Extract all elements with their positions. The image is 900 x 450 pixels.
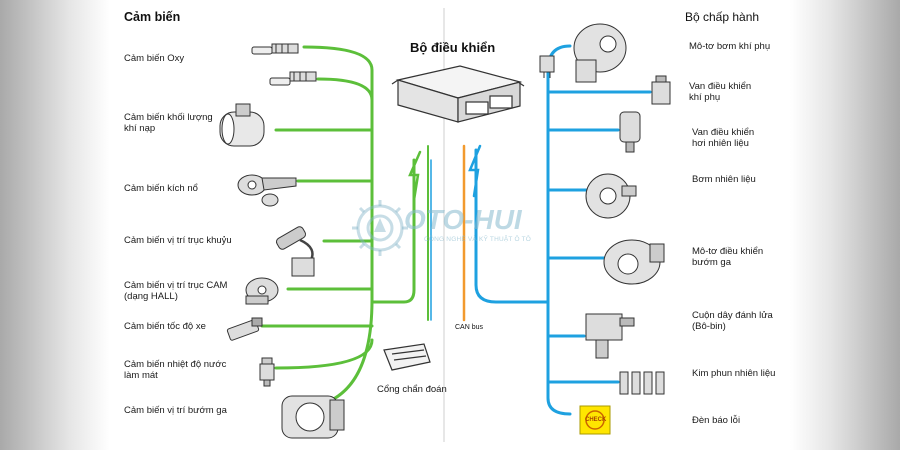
actuator-wiring bbox=[468, 44, 652, 416]
check-engine-lamp-icon bbox=[579, 405, 611, 435]
ecu-connector-1 bbox=[465, 101, 489, 115]
relay-icon bbox=[539, 55, 555, 78]
actuator-icons bbox=[539, 23, 671, 435]
actuators-header: Bộ chấp hành bbox=[685, 10, 760, 24]
actuator-label-vapor-valve: Van điều khiển hơi nhiên liệu bbox=[692, 127, 755, 150]
actuator-label-fuel-pump: Bơm nhiên liệu bbox=[692, 174, 756, 185]
vehicle-speed-sensor-icon bbox=[226, 317, 263, 341]
can-bus-label: CAN bus bbox=[455, 324, 484, 331]
actuator-from-ecu bbox=[474, 148, 550, 304]
air-valve-icon bbox=[651, 75, 671, 105]
ecu-bracket bbox=[391, 79, 525, 87]
sensors-header: Cảm biến bbox=[124, 10, 181, 24]
sensor-arrow-left bbox=[408, 150, 422, 202]
fuel-injectors-icon bbox=[619, 371, 665, 395]
ignition-coil-icon bbox=[585, 313, 635, 359]
sensor-branch-oxy bbox=[316, 77, 374, 102]
mass-airflow-sensor-icon bbox=[219, 103, 265, 147]
sensor-branch-coolant bbox=[274, 338, 374, 370]
watermark-brand: OTO-HUI bbox=[404, 204, 522, 235]
sensor-to-ecu bbox=[370, 158, 416, 304]
sensor-label-camshaft: Cảm biến vị trí trục CAM (dạng HALL) bbox=[124, 280, 228, 303]
vapor-valve-icon bbox=[619, 111, 641, 153]
throttle-position-sensor-icon bbox=[281, 395, 345, 439]
coolant-temp-sensor-icon bbox=[259, 357, 275, 387]
sensor-trunk bbox=[294, 45, 374, 410]
sensor-icons bbox=[219, 43, 345, 439]
ecu-module bbox=[391, 65, 525, 123]
actuator-label-ignition-coil: Cuộn dây đánh lửa (Bô-bin) bbox=[692, 310, 773, 333]
watermark-tagline: CÔNG NGHỆ VÀ KỸ THUẬT Ô TÔ bbox=[424, 236, 532, 243]
ecu-connector-2 bbox=[489, 95, 513, 109]
can-bus-lines bbox=[427, 144, 466, 322]
diagnostic-port-icon bbox=[383, 343, 431, 371]
sensor-label-knock: Cảm biến kích nổ bbox=[124, 183, 198, 194]
check-lamp-text: CHECK bbox=[585, 417, 607, 423]
diagnostic-port-label: Cổng chẩn đoán bbox=[377, 384, 447, 395]
actuator-trunk bbox=[546, 44, 572, 416]
actuator-label-throttle-motor: Mô-tơ điều khiển bướm ga bbox=[692, 246, 764, 269]
sensor-label-crankshaft: Cảm biến vị trí trục khuỷu bbox=[124, 235, 232, 246]
throttle-motor-icon bbox=[603, 239, 665, 285]
crankshaft-sensor-icon bbox=[275, 226, 315, 277]
fuel-pump-icon bbox=[585, 173, 637, 219]
actuator-arrow bbox=[468, 144, 482, 198]
camshaft-sensor-icon bbox=[245, 277, 279, 305]
knock-sensor-icon bbox=[237, 174, 297, 207]
actuator-label-air-pump: Mô-tơ bơm khí phụ bbox=[689, 41, 771, 52]
watermark-gear-icon bbox=[352, 200, 408, 256]
air-pump-motor-icon bbox=[573, 23, 627, 83]
oxygen-sensor-icon bbox=[251, 43, 317, 86]
sensor-label-speed: Cảm biến tốc độ xe bbox=[124, 321, 206, 332]
sensor-label-maf: Cảm biến khối lượng khí nạp bbox=[124, 112, 213, 135]
sensor-label-throttle: Cảm biến vị trí bướm ga bbox=[124, 405, 227, 416]
ecu-title: Bộ điều khiển bbox=[410, 40, 496, 55]
actuator-label-air-valve: Van điều khiển khí phụ bbox=[689, 81, 752, 104]
actuator-label-check-lamp: Đèn báo lỗi bbox=[692, 415, 741, 426]
actuator-label-injectors: Kim phun nhiên liệu bbox=[692, 368, 776, 379]
sensor-label-coolant: Cảm biến nhiệt độ nước làm mát bbox=[124, 359, 227, 382]
sensor-label-oxygen: Cảm biến Oxy bbox=[124, 53, 185, 64]
